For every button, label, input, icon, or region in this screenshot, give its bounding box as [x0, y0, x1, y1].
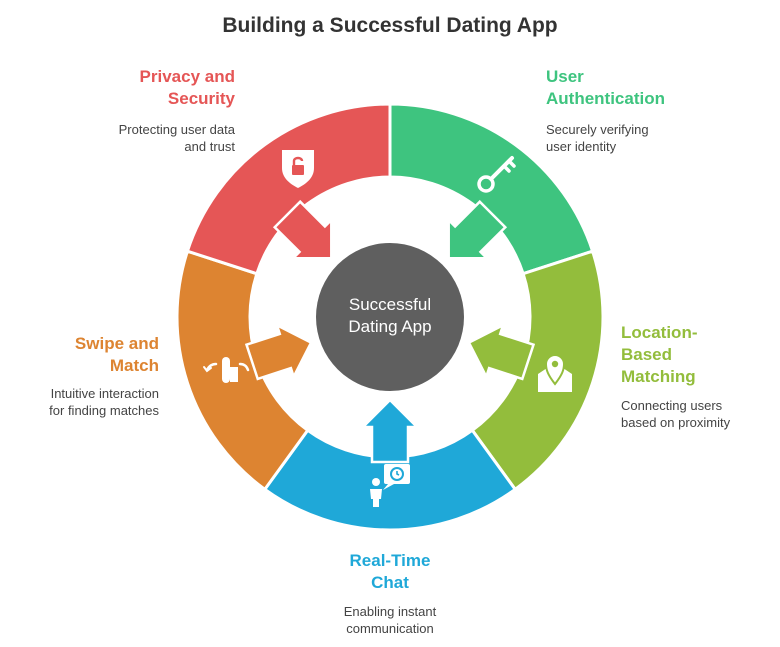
chat-arrow [359, 398, 421, 464]
location-title: Location- Based Matching [621, 323, 698, 386]
location-description: Connecting users based on proximity [621, 398, 731, 430]
center-label: Successful Dating App [348, 295, 432, 336]
swipe-segment [175, 249, 310, 492]
location-arrow [467, 322, 536, 381]
map-pin-icon [538, 354, 572, 392]
swipe-description: Intuitive interaction for finding matche… [49, 386, 159, 418]
chat-title: Real-Time Chat [349, 551, 431, 592]
diagram-title: Building a Successful Dating App [222, 14, 558, 37]
privacy-arrow [272, 199, 333, 260]
privacy-description: Protecting user data and trust [118, 122, 235, 154]
swipe-arrow [244, 322, 313, 381]
chat-person-icon [370, 464, 410, 507]
chat-description: Enabling instant communication [343, 604, 437, 636]
auth-title: User Authentication [546, 67, 665, 108]
location-segment [470, 249, 605, 492]
key-icon [477, 156, 516, 193]
swipe-hand-icon [203, 357, 250, 383]
lock-shield-icon [282, 150, 314, 188]
auth-arrow [447, 199, 508, 260]
auth-description: Securely verifying user identity [546, 122, 649, 154]
privacy-title: Privacy and Security [139, 67, 235, 108]
swipe-title: Swipe and Match [74, 334, 159, 375]
center-circle [316, 243, 464, 391]
